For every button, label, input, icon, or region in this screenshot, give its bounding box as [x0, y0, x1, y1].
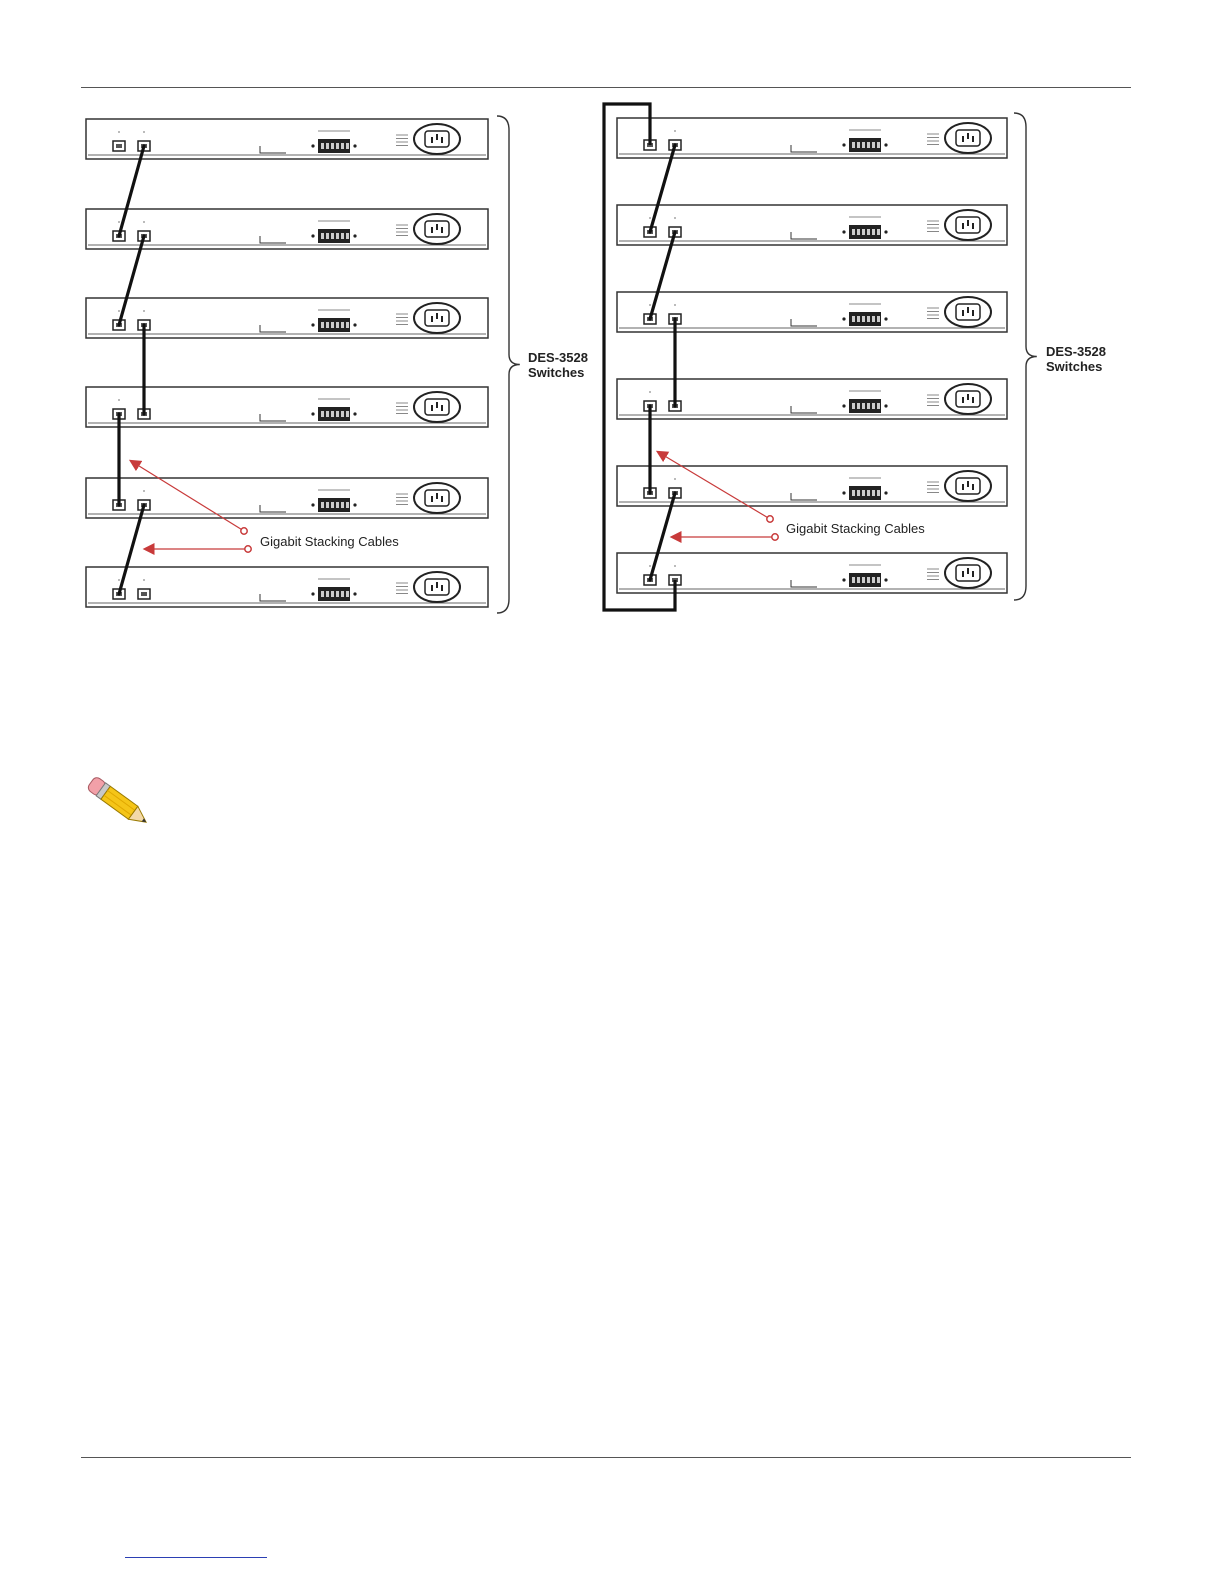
right-switch-2 [617, 205, 1007, 245]
left-callout-arrow-1-origin [241, 528, 247, 534]
right-callout-arrow-2-origin [772, 534, 778, 540]
left-callout-label: Gigabit Stacking Cables [260, 534, 399, 549]
pencil-note-icon [80, 772, 156, 834]
right-bracket-label-line1: DES-3528 [1046, 344, 1106, 359]
right-bracket-label-line2: Switches [1046, 359, 1102, 374]
right-switch-1 [617, 118, 1007, 158]
footer-rule [81, 1457, 1131, 1458]
left-switch-4 [86, 387, 488, 427]
left-switch-3 [86, 298, 488, 338]
right-callout-label: Gigabit Stacking Cables [786, 521, 925, 536]
left-bracket-label-line1: DES-3528 [528, 350, 588, 365]
right-brace [1014, 113, 1037, 600]
left-switch-6 [86, 567, 488, 607]
left-switch-2 [86, 209, 488, 249]
left-bracket-label-line2: Switches [528, 365, 584, 380]
left-brace [497, 116, 520, 613]
stacking-figure: Gigabit Stacking Cables DES-3528 Switche… [0, 0, 1224, 700]
left-switch-1 [86, 119, 488, 159]
right-callout-arrow-1-origin [767, 516, 773, 522]
right-switch-5 [617, 466, 1007, 506]
left-switch-5 [86, 478, 488, 518]
footer-link-underline[interactable] [125, 1557, 267, 1558]
left-callout-arrow-2-origin [245, 546, 251, 552]
